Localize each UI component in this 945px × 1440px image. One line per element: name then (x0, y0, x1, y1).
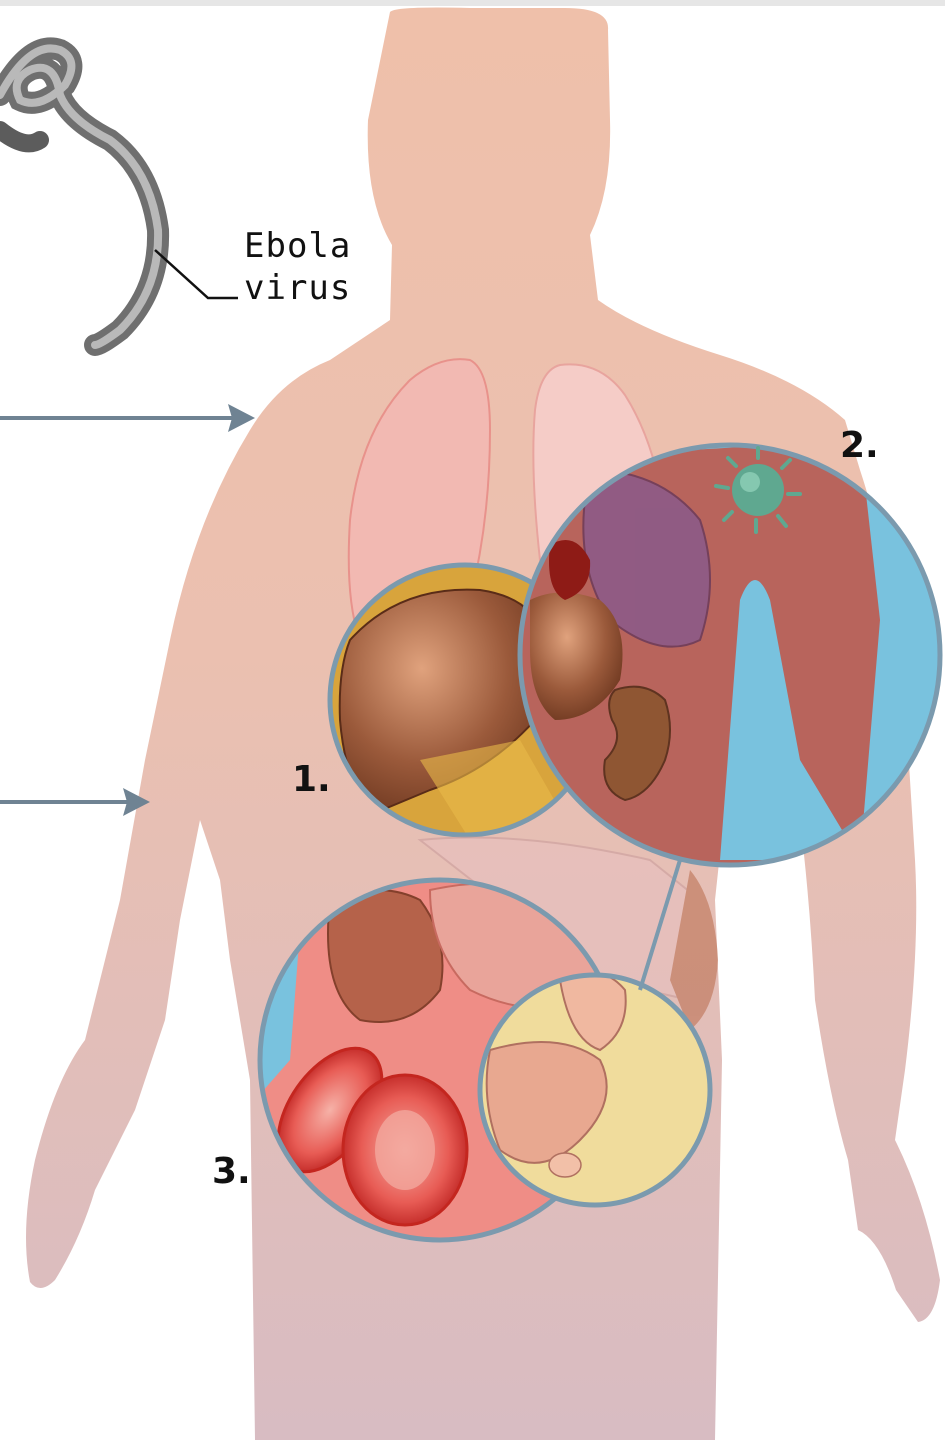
cell-zoom-circle (480, 972, 710, 1205)
virus-label-line1: Ebola (244, 226, 351, 266)
zoom-label-3: 3. (212, 1152, 251, 1192)
zoom-label-2: 2. (840, 426, 879, 466)
ebola-virus-filament-icon (0, 48, 158, 345)
arrow-right-icon (0, 788, 150, 816)
virus-label-line2: virus (244, 268, 351, 308)
arrow-right-icon (0, 404, 255, 432)
zoom-label-1: 1. (292, 760, 331, 800)
top-border (0, 0, 945, 6)
